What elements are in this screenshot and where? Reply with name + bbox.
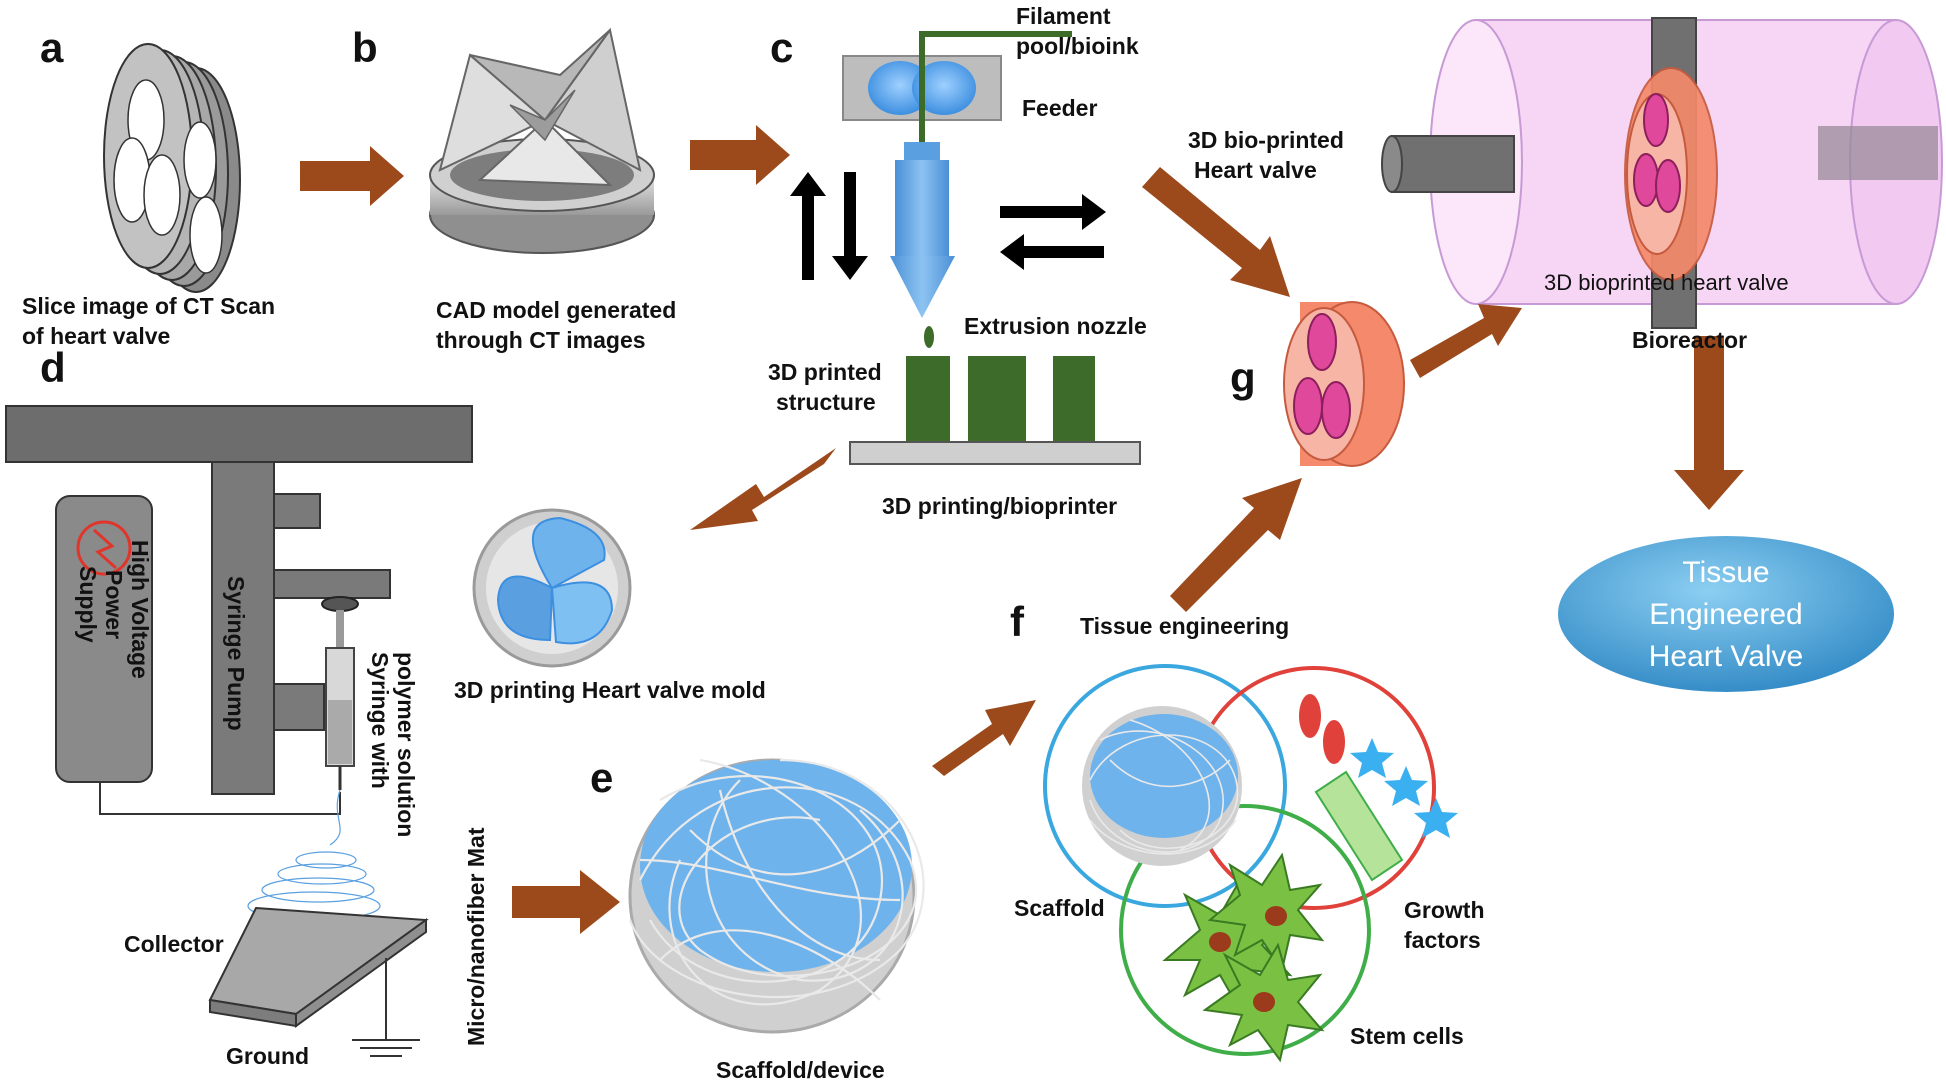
outlet-pipe <box>1818 126 1938 180</box>
label-filament-1: Filament <box>1016 3 1111 29</box>
printed-column-1 <box>906 356 950 442</box>
label-scaffold-device: Scaffold/device <box>716 1057 885 1083</box>
label-syringe-pump: Syringe Pump <box>223 576 249 731</box>
arrow-b-to-c <box>690 125 790 185</box>
bioprinted-valve <box>1283 301 1405 467</box>
nozzle-cap <box>904 142 940 162</box>
label-bioprinter: 3D printing/bioprinter <box>882 493 1117 519</box>
growth-factor-blob-1 <box>1299 694 1321 738</box>
scaffold-device <box>628 758 925 1034</box>
label-mold: 3D printing Heart valve mold <box>454 677 766 703</box>
label-filament-2: pool/bioink <box>1016 33 1139 59</box>
label-tissue-3: Heart Valve <box>1649 640 1804 673</box>
growth-factor-blob-2 <box>1323 720 1345 764</box>
panel-letter-d: d <box>40 344 66 391</box>
label-tissue-2: Engineered <box>1649 598 1802 631</box>
label-bioreactor-inner: 3D bioprinted heart valve <box>1544 270 1789 295</box>
label-ct-scan-2: of heart valve <box>22 323 170 349</box>
label-syringe-2: polymer solution <box>393 652 419 837</box>
label-hv-1: High Voltage <box>127 540 153 679</box>
horizontal-motion-arrows <box>1000 194 1106 270</box>
label-bioreactor: Bioreactor <box>1632 327 1747 353</box>
growth-factor-matrix <box>1314 770 1404 882</box>
label-mat: Micro/nanofiber Mat <box>463 827 489 1046</box>
hv-label-group: High Voltage Power Supply <box>75 540 153 679</box>
extruded-drop <box>924 326 934 348</box>
power-supply <box>55 495 153 783</box>
label-growth-1: Growth <box>1404 897 1485 923</box>
label-cad-1: CAD model generated <box>436 297 676 323</box>
label-printed-structure-2: structure <box>776 389 876 415</box>
tissue-engineering-venn <box>1043 664 1458 1063</box>
label-cad-2: through CT images <box>436 327 646 353</box>
label-syringe-1: Syringe with <box>367 652 393 789</box>
label-hv-3: Supply <box>75 566 101 643</box>
label-feeder: Feeder <box>1022 95 1097 121</box>
label-extrusion-nozzle: Extrusion nozzle <box>964 313 1147 339</box>
cell-nucleus-2 <box>1265 906 1287 926</box>
printed-valve-mold <box>472 508 632 668</box>
inlet-pipe <box>1391 135 1515 193</box>
electrospinning-setup <box>5 405 473 1057</box>
flow-arrows <box>300 125 1744 934</box>
panel-letter-b: b <box>352 24 378 71</box>
ct-slice-stack <box>103 43 241 293</box>
panel-letter-c: c <box>770 24 793 71</box>
printed-column-2 <box>968 356 1026 442</box>
arrow-g-to-bioreactor <box>1410 304 1522 378</box>
bioreactor <box>1381 17 1943 329</box>
cad-valve-model <box>429 27 655 254</box>
stem-cells-group <box>1162 852 1325 1063</box>
panel-letter-f: f <box>1010 598 1025 645</box>
filament-line <box>919 31 1072 146</box>
arrow-c-to-mold <box>690 448 836 530</box>
arrow-d-to-e <box>512 870 620 934</box>
frame-top-bar <box>5 405 473 463</box>
high-voltage-icon <box>76 520 132 576</box>
label-printed-structure-1: 3D printed <box>768 359 882 385</box>
arrow-bioreactor-to-tissue <box>1674 336 1744 510</box>
growth-factor-stars <box>1350 738 1458 838</box>
nozzle-body <box>895 160 949 256</box>
cell-nucleus-1 <box>1209 932 1231 952</box>
vertical-motion-arrows <box>790 172 868 280</box>
panel-letter-g: g <box>1230 354 1256 401</box>
syringe-label-group: Syringe with polymer solution <box>367 652 419 837</box>
label-growth-2: factors <box>1404 927 1481 953</box>
syringe-pump <box>211 461 275 795</box>
panel-letter-a: a <box>40 24 64 71</box>
print-bed <box>849 441 1141 465</box>
arrow-e-to-f <box>932 700 1036 776</box>
label-bioprinted-valve-1: 3D bio-printed <box>1188 127 1344 153</box>
fiber-jet <box>247 789 381 921</box>
label-stem-cells: Stem cells <box>1350 1023 1464 1049</box>
arrow-f-to-g <box>1170 478 1302 612</box>
feeder-roller-right <box>912 61 976 115</box>
printed-column-3 <box>1053 356 1095 442</box>
label-tissue-engineering: Tissue engineering <box>1080 613 1289 639</box>
label-hv-2: Power <box>101 570 127 639</box>
arrow-a-to-b <box>300 146 404 206</box>
panel-letter-e: e <box>590 754 613 801</box>
stem-cell-circle <box>1119 804 1371 1056</box>
label-scaffold: Scaffold <box>1014 895 1105 921</box>
tissue-valve-ellipse <box>1558 536 1894 692</box>
label-bioprinted-valve-2: Heart valve <box>1194 157 1317 183</box>
arrow-c-to-g <box>1142 167 1290 297</box>
label-tissue-1: Tissue <box>1682 556 1769 589</box>
nozzle-tip <box>890 256 955 318</box>
feeder-roller-left <box>868 61 932 115</box>
scaffold-circle <box>1043 664 1287 908</box>
bioprinter <box>790 31 1141 465</box>
scaffold-fibers <box>628 758 925 1006</box>
label-collector: Collector <box>124 931 224 957</box>
label-ground: Ground <box>226 1043 309 1069</box>
cell-nucleus-3 <box>1253 992 1275 1012</box>
label-ct-scan-1: Slice image of CT Scan <box>22 293 275 319</box>
